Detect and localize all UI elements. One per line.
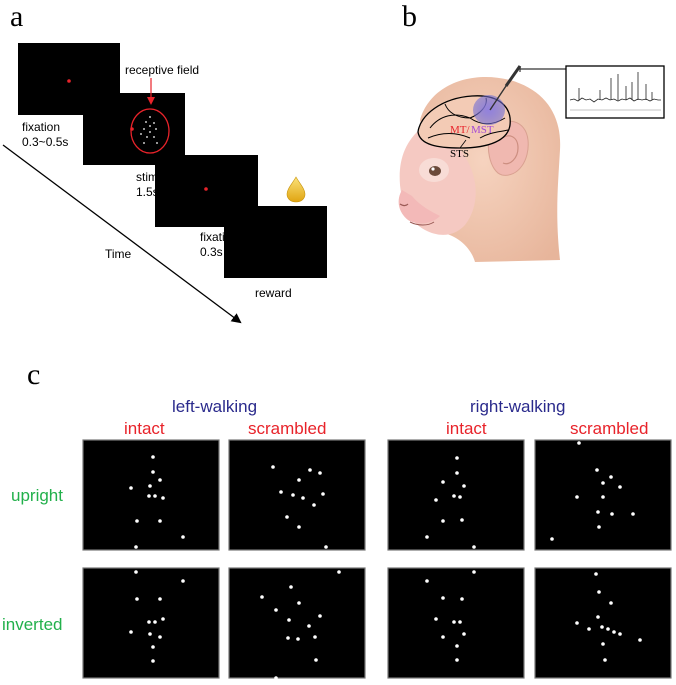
scrambled-header-right: scrambled	[570, 419, 648, 438]
receptive-field-label: receptive field	[125, 63, 199, 77]
mst-label: MST	[471, 124, 494, 136]
stim-inverted-left-scrambled	[228, 567, 366, 680]
monkey-mouth	[409, 221, 435, 226]
fixation2-time: 0.3s	[200, 245, 223, 259]
right-walking-header: right-walking	[470, 397, 565, 416]
point-light-walker-mini	[140, 116, 158, 144]
receptive-field-circle	[130, 108, 170, 154]
reward-drop-icon	[286, 176, 306, 203]
ear-inner	[499, 135, 519, 165]
left-walking-header: left-walking	[172, 397, 257, 416]
stim-inverted-right-scrambled	[534, 567, 672, 679]
stim-inverted-left-intact	[82, 567, 220, 679]
mt-label: MT/	[450, 124, 471, 136]
fixation-dot	[67, 79, 71, 83]
panel-c-letter: c	[27, 358, 40, 391]
monkey-head-illustration: MT/ MST STS	[398, 76, 561, 262]
inverted-row-label: inverted	[2, 615, 62, 634]
scrambled-header-left: scrambled	[248, 419, 326, 438]
eye-highlight	[431, 167, 435, 171]
time-arrow	[2, 144, 242, 324]
stim-inverted-right-intact	[387, 567, 525, 679]
stimuli-screen	[83, 93, 185, 165]
reward-screen	[224, 206, 327, 278]
sts-label: STS	[450, 148, 469, 160]
panel-c: c left-walking right-walking intact scra…	[2, 358, 672, 680]
intact-header-right: intact	[446, 419, 487, 438]
time-label: Time	[105, 247, 132, 261]
stim-upright-right-scrambled	[534, 439, 672, 551]
sts-pointer	[459, 139, 467, 149]
panel-b-letter: b	[402, 0, 417, 33]
monkey-eye-icon	[429, 166, 441, 176]
stimuli-time: 1.5s	[136, 185, 159, 199]
mt-mst-region	[473, 95, 505, 125]
spike-trace	[569, 72, 661, 111]
fixation1-label: fixation	[22, 120, 60, 134]
upright-row-label: upright	[11, 486, 63, 505]
spike-trace-box	[565, 65, 665, 119]
panel-a-letter: a	[10, 0, 23, 33]
stim-upright-left-intact	[82, 439, 220, 551]
electrode-icon	[489, 65, 566, 111]
panel-b: b MT/ MST STS	[398, 0, 665, 262]
intact-header-left: intact	[124, 419, 165, 438]
reward-label: reward	[255, 286, 292, 300]
monkey-nostril	[399, 203, 409, 207]
panel-a: a Time fixation 0.3~0.5s receptive field	[2, 0, 327, 324]
stim-upright-right-intact	[387, 439, 525, 551]
fixation1-time: 0.3~0.5s	[22, 135, 68, 149]
stim-upright-left-scrambled	[228, 439, 366, 551]
fixation-dot	[204, 187, 208, 191]
monkey-muzzle	[398, 190, 440, 224]
